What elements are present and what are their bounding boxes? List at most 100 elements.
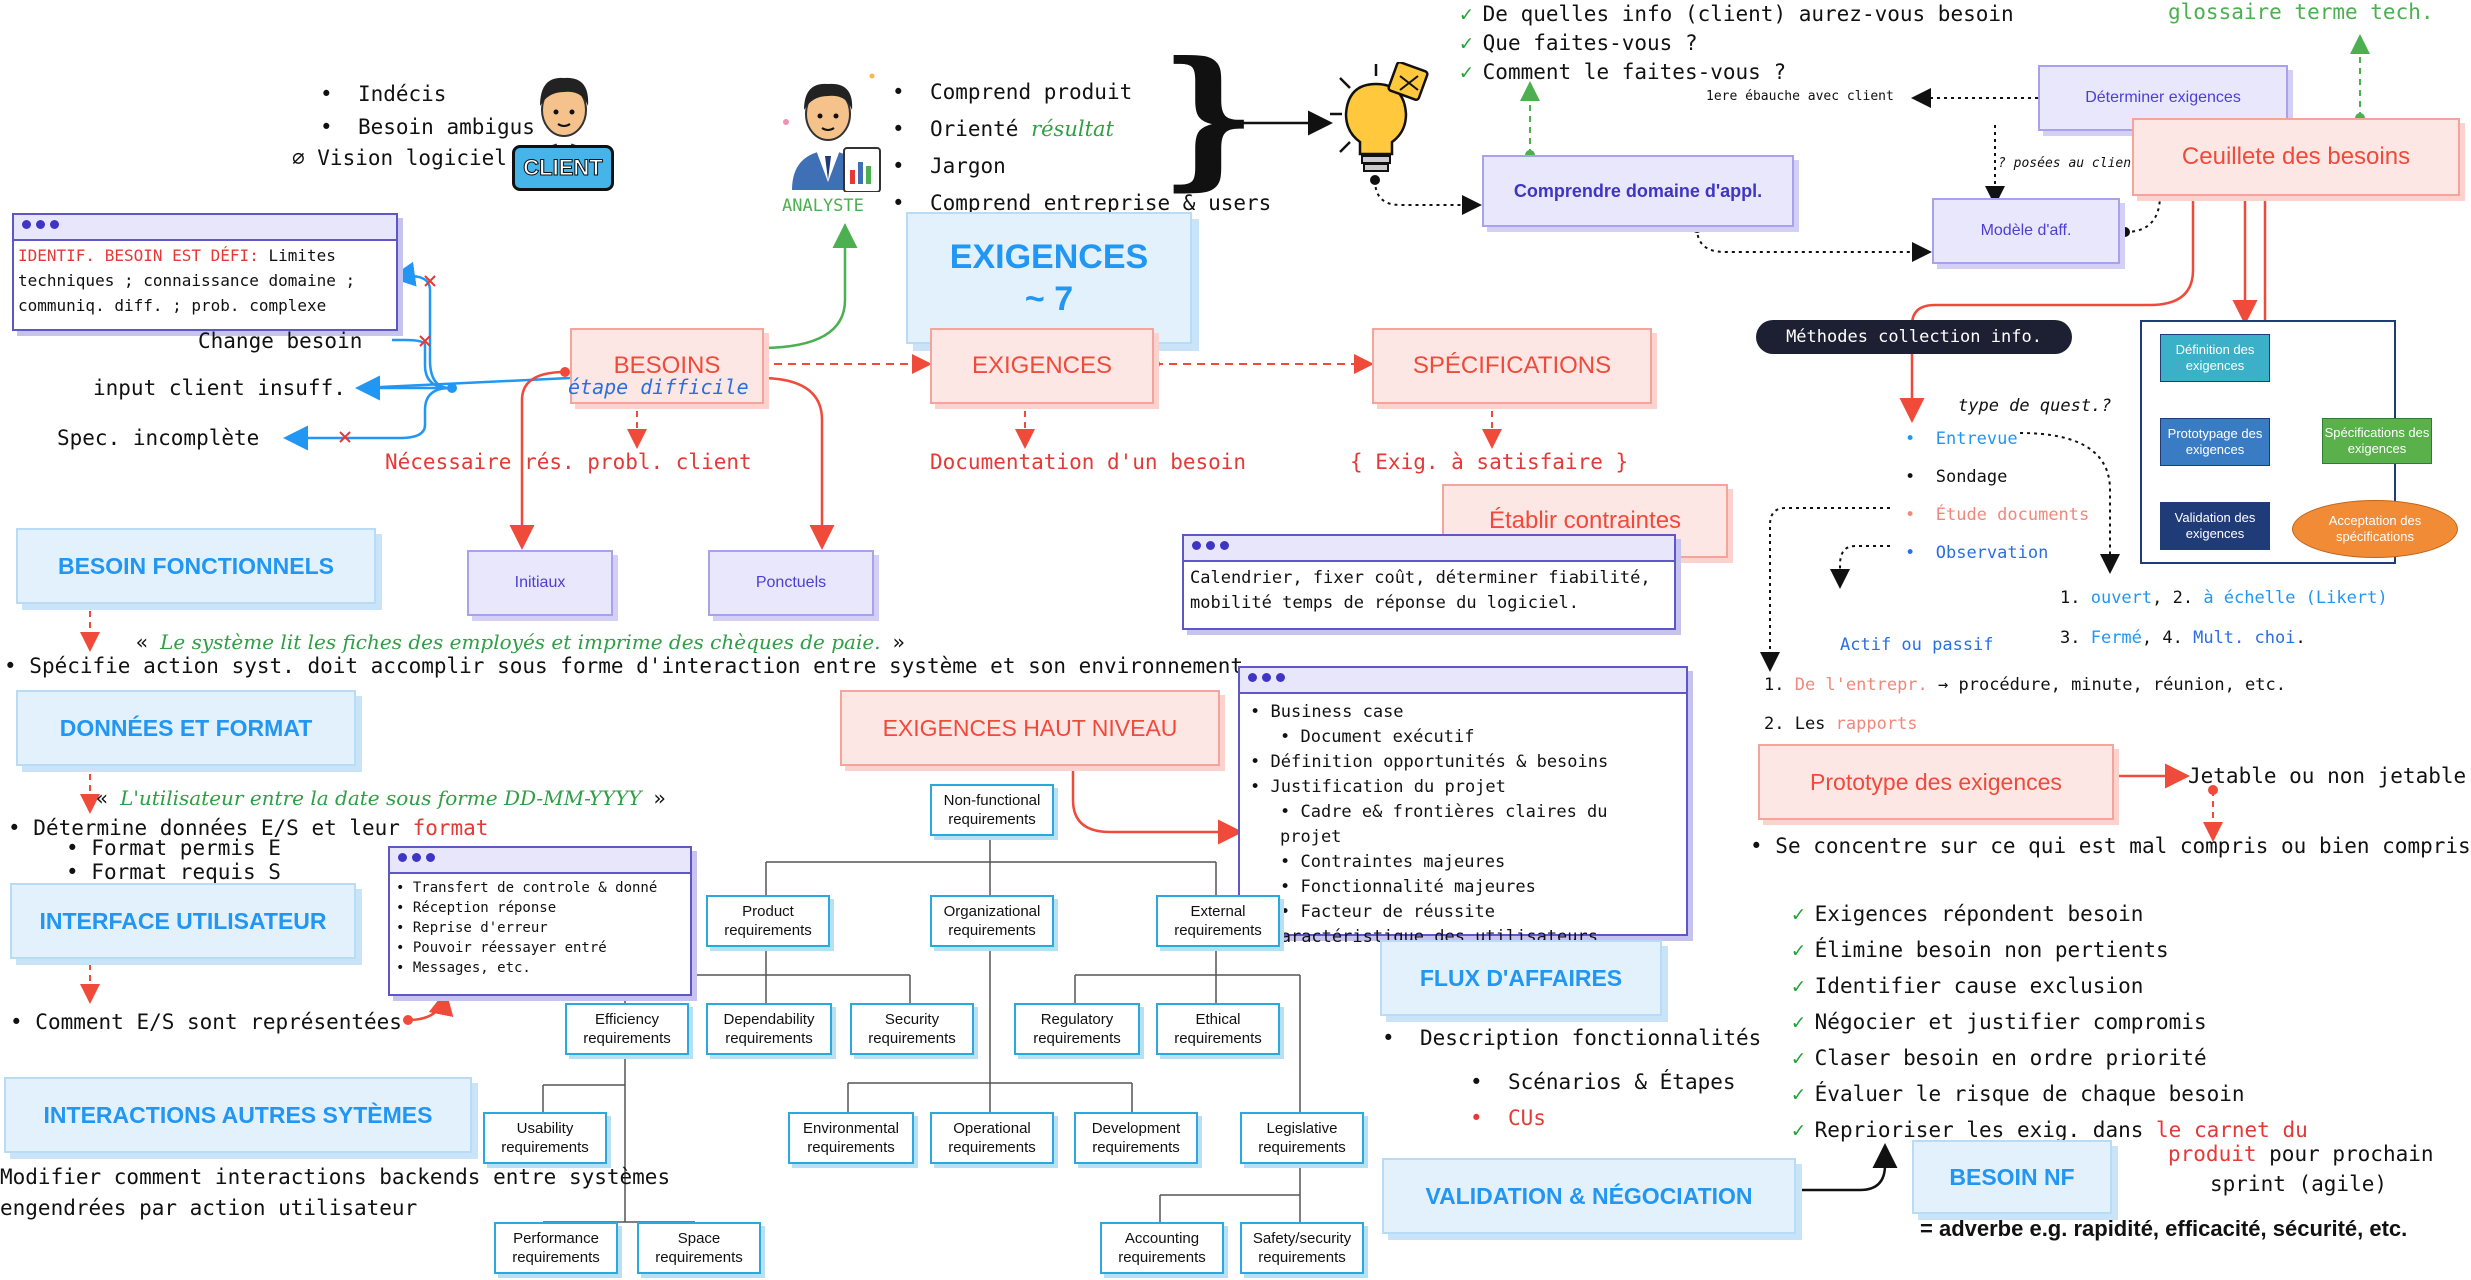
formats-list: • Format permis E • Format requis S bbox=[66, 836, 281, 884]
lightbulb-icon bbox=[1330, 61, 1440, 182]
cueillette-label: Ceuillete des besoins bbox=[2181, 143, 2411, 170]
analyste-bullet-4: • Comprend entreprise & users bbox=[892, 191, 1272, 215]
besoin-fonctionnels-label: BESOIN FONCTIONNELS bbox=[57, 552, 334, 579]
q-line-1: 1. ouvert, 2. à échelle (Likert) bbox=[2060, 588, 2388, 608]
cycle-specifications: Spécifications des exigences bbox=[2322, 418, 2432, 464]
check-item: ✓Claser besoin en ordre priorité bbox=[1792, 1046, 2207, 1070]
carnet-line: produit pour prochain bbox=[2168, 1142, 2434, 1166]
methodes-label: Méthodes collection info. bbox=[1786, 327, 2042, 347]
comprendre-domaine-box: Comprendre domaine d'appl. bbox=[1482, 155, 1794, 227]
ponctuels-label: Ponctuels bbox=[755, 574, 827, 591]
comment-es-line: • Comment E/S sont représentées bbox=[10, 1010, 402, 1034]
org-usability: Usability requirements bbox=[483, 1112, 607, 1164]
etablir-label: Établir contraintes bbox=[1488, 507, 1682, 534]
check-icon: ✓ bbox=[1792, 1082, 1805, 1106]
analyste-bullet-3: • Jargon bbox=[892, 154, 1006, 178]
initiaux-box: Initiaux bbox=[467, 550, 613, 616]
spec-incomplete-label: Spec. incomplète bbox=[57, 426, 260, 450]
methodes-pill: Méthodes collection info. bbox=[1756, 320, 2072, 354]
donnees-label: DONNÉES ET FORMAT bbox=[59, 714, 313, 741]
check-item: ✓Identifier cause exclusion bbox=[1792, 974, 2144, 998]
org-efficiency: Efficiency requirements bbox=[565, 1003, 689, 1055]
transfert-item: • Réception réponse bbox=[396, 900, 557, 916]
poses-label: ? posées au client bbox=[1998, 156, 2139, 171]
description-line: • Description fonctionnalités bbox=[1382, 1026, 1762, 1050]
modifier-line-1: Modifier comment interactions backends e… bbox=[0, 1165, 671, 1189]
method-observation: • Observation bbox=[1905, 543, 2049, 563]
actif-passif-label: Actif ou passif bbox=[1840, 635, 1994, 655]
analyste-avatar-icon bbox=[778, 62, 888, 193]
rapports-line: 2. Les rapports bbox=[1764, 714, 1918, 734]
client-badge: CLIENT bbox=[512, 145, 614, 191]
calendrier-card: Calendrier, fixer coût, déterminer fiabi… bbox=[1182, 534, 1676, 630]
checks-list: ✓Exigences répondent besoin ✓Élimine bes… bbox=[1792, 896, 2308, 1148]
window-dots-icon bbox=[22, 220, 59, 229]
org-space: Space requirements bbox=[637, 1222, 761, 1274]
quote-2: « L'utilisateur entre la date sous forme… bbox=[96, 786, 666, 810]
analyste-bullets: • Comprend produit • Orienté résultat • … bbox=[892, 74, 1271, 222]
right-brace: } bbox=[1160, 29, 1257, 205]
flux-affaires-box: FLUX D'AFFAIRES bbox=[1380, 940, 1662, 1016]
modifier-text: Modifier comment interactions backends e… bbox=[0, 1162, 670, 1224]
modele-aff-box: Modèle d'aff. bbox=[1932, 198, 2120, 264]
question-3: ✓Comment le faites-vous ? bbox=[1460, 60, 1787, 84]
business-list: • Business case • Document exécutif • Dé… bbox=[1240, 694, 1686, 956]
identif-text: IDENTIF. BESOIN EST DÉFI: Limites techni… bbox=[14, 241, 396, 320]
cycle-acceptation: Acceptation des spécifications bbox=[2292, 500, 2458, 558]
check-item: ✓Exigences répondent besoin bbox=[1792, 902, 2144, 926]
exigences-title: EXIGENCES bbox=[949, 238, 1149, 276]
check-item: ✓Élimine besoin non pertients bbox=[1792, 938, 2169, 962]
ponctuels-box: Ponctuels bbox=[708, 550, 874, 616]
transfert-item: • Reprise d'erreur bbox=[396, 920, 548, 936]
cueillette-box: Ceuillete des besoins bbox=[2132, 118, 2460, 196]
cycle-validation: Validation des exigences bbox=[2160, 502, 2270, 550]
org-development: Development requirements bbox=[1074, 1112, 1198, 1164]
calendrier-text: Calendrier, fixer coût, déterminer fiabi… bbox=[1190, 568, 1651, 613]
interactions-label: INTERACTIONS AUTRES SYTÈMES bbox=[43, 1101, 433, 1128]
determine-text: Détermine données E/S et leur bbox=[33, 816, 413, 840]
method-etude: • Étude documents bbox=[1905, 505, 2090, 525]
org-operational: Operational requirements bbox=[930, 1112, 1054, 1164]
concentre-line: • Se concentre sur ce qui est mal compri… bbox=[1750, 834, 2471, 858]
exigences-box: EXIGENCES bbox=[930, 328, 1154, 404]
check-icon: ✓ bbox=[1460, 31, 1473, 55]
exigences-box-label: EXIGENCES bbox=[971, 352, 1113, 379]
prototype-box: Prototype des exigences bbox=[1758, 744, 2114, 820]
identif-body: Limites techniques ; connaissance domain… bbox=[18, 246, 356, 315]
business-subitem: • Facteur de réussite bbox=[1280, 902, 1495, 922]
besoins-label: BESOINS bbox=[613, 352, 721, 379]
card-titlebar bbox=[390, 848, 690, 874]
method-entrevue: • Entrevue bbox=[1905, 429, 2018, 449]
comment-es-text: Comment E/S sont représentées bbox=[35, 1010, 402, 1034]
besoin-fonctionnels-box: BESOIN FONCTIONNELS bbox=[16, 528, 376, 604]
format-item-2: • Format requis S bbox=[66, 860, 281, 884]
exigences-count: ~ 7 bbox=[1024, 280, 1074, 318]
business-subitem: • Contraintes majeures bbox=[1280, 852, 1506, 872]
quote-1: « Le système lit les fiches des employés… bbox=[136, 630, 905, 654]
specifie-line: • Spécifie action syst. doit accomplir s… bbox=[4, 654, 1244, 678]
check-icon: ✓ bbox=[1792, 974, 1805, 998]
business-item: • Justification du projet bbox=[1250, 777, 1506, 797]
check-icon: ✓ bbox=[1460, 2, 1473, 26]
specifie-text: Spécifie action syst. doit accomplir sou… bbox=[29, 654, 1244, 678]
org-accounting: Accounting requirements bbox=[1100, 1222, 1224, 1274]
window-dots-icon bbox=[1192, 541, 1229, 550]
org-regulatory: Regulatory requirements bbox=[1014, 1003, 1140, 1055]
org-non-functional: Non-functional requirements bbox=[930, 784, 1054, 836]
donnees-format-box: DONNÉES ET FORMAT bbox=[16, 690, 356, 766]
window-dots-icon bbox=[398, 853, 435, 862]
transfert-item: • Messages, etc. bbox=[396, 960, 531, 976]
format-item-1: • Format permis E bbox=[66, 836, 281, 860]
interactions-box: INTERACTIONS AUTRES SYTÈMES bbox=[4, 1077, 472, 1153]
entrepr-line: 1. De l'entrepr. → procédure, minute, ré… bbox=[1764, 675, 2287, 695]
description-text: Description fonctionnalités bbox=[1419, 1026, 1762, 1050]
besoins-box: BESOINS bbox=[570, 328, 764, 404]
quote-2-text: L'utilisateur entre la date sous forme D… bbox=[120, 786, 642, 810]
q-line-2: 3. Fermé, 4. Mult. choi. bbox=[2060, 628, 2306, 648]
identif-title: IDENTIF. BESOIN EST DÉFI: bbox=[18, 246, 259, 265]
change-besoin-label: Change besoin bbox=[198, 329, 363, 353]
cycle-prototypage: Prototypage des exigences bbox=[2160, 418, 2270, 466]
check-icon: ✓ bbox=[1792, 1118, 1805, 1142]
client-bullets: • Indécis • Besoin ambigus bbox=[320, 78, 535, 144]
business-subitem: • Fonctionnalité majeures bbox=[1280, 877, 1536, 897]
